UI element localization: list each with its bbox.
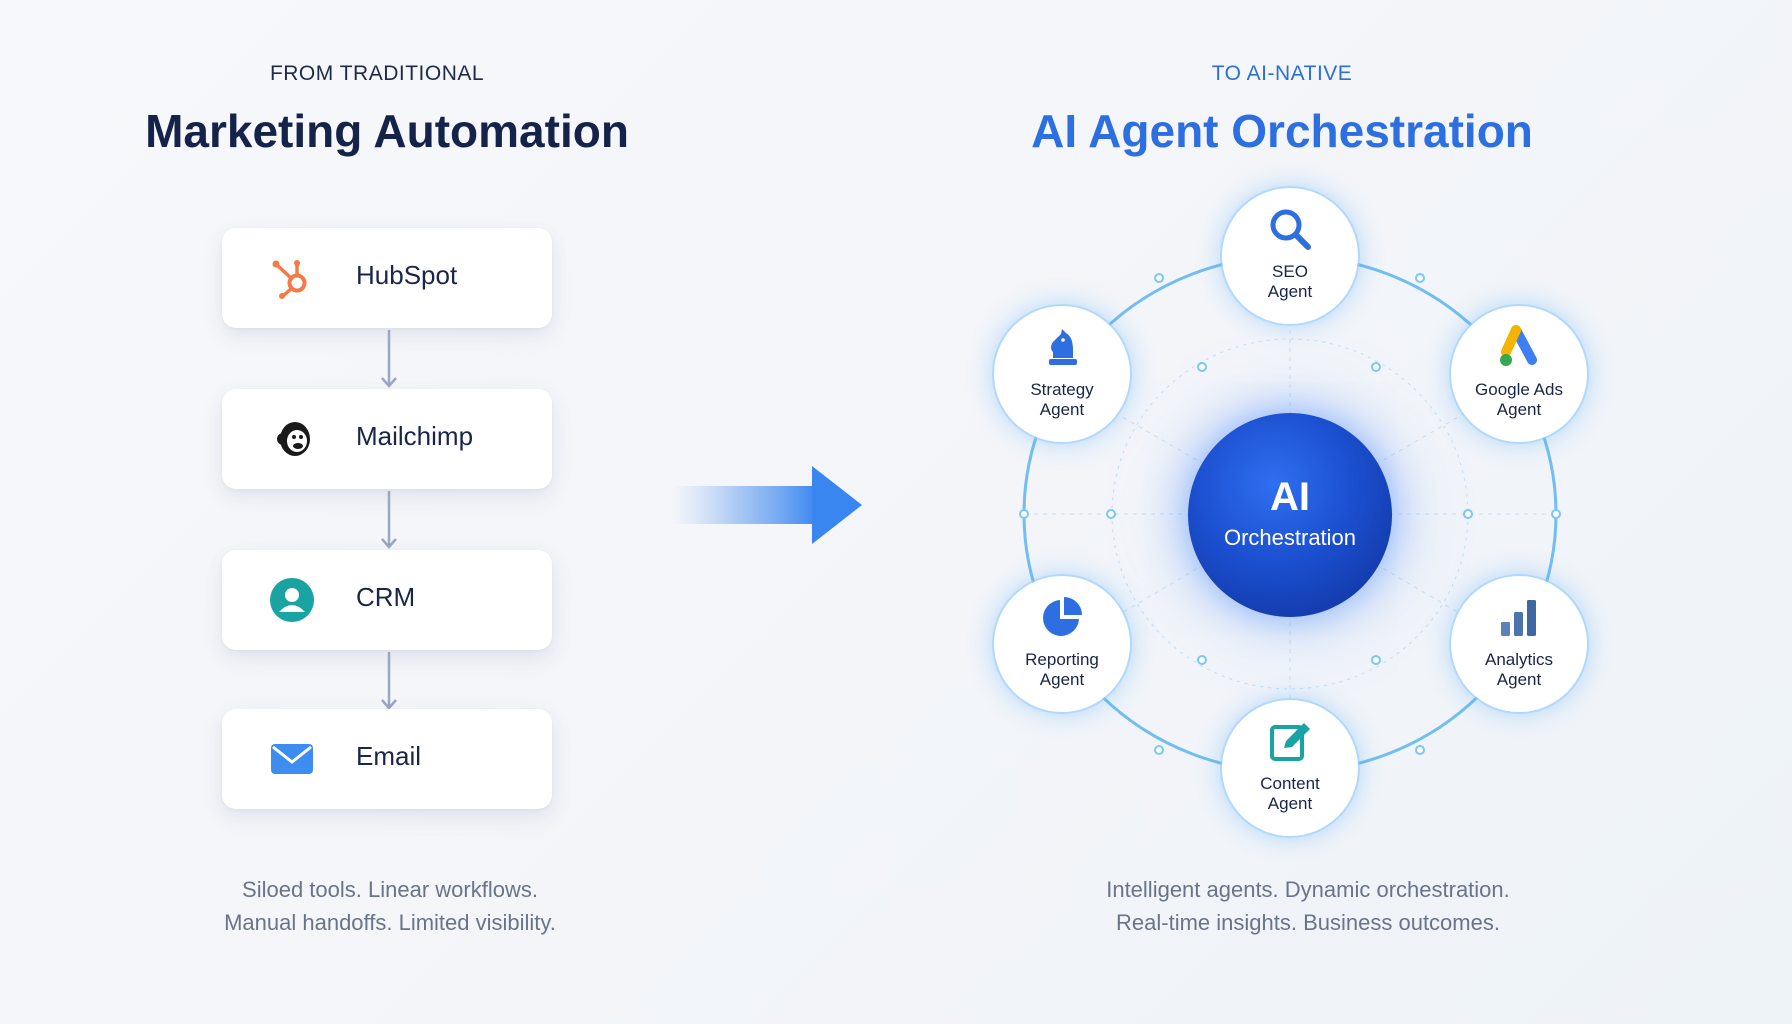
- agent-strategy-label-line-2: Agent: [1039, 400, 1085, 419]
- agent-reporting-label-line-2: Agent: [1039, 670, 1085, 689]
- agent-google-ads-label-line-2: Agent: [1496, 400, 1542, 419]
- agent-seo: SEO Agent: [1222, 188, 1358, 324]
- hub-subtitle: Orchestration: [1223, 525, 1357, 550]
- ai-orchestration-hub: AI Orchestration: [1188, 413, 1392, 617]
- transition-arrow: [672, 466, 862, 544]
- agent-strategy-label-line-1: Strategy: [1030, 380, 1094, 399]
- left-caption-line-2: Manual handoffs. Limited visibility.: [224, 910, 556, 935]
- left-eyebrow: FROM TRADITIONAL: [269, 62, 485, 85]
- left-caption-line-1: Siloed tools. Linear workflows.: [242, 877, 538, 902]
- left-title: Marketing Automation: [145, 105, 629, 157]
- tool-label-hubspot: HubSpot: [356, 260, 458, 290]
- agent-content-label-line-2: Agent: [1267, 794, 1313, 813]
- tool-card-email: Email: [222, 709, 552, 809]
- right-caption-line-2: Real-time insights. Business outcomes.: [1116, 910, 1500, 935]
- tool-card-crm: CRM: [222, 550, 552, 650]
- agent-seo-label: SEO Agent: [1228, 262, 1352, 302]
- hubspot-icon: [272, 260, 307, 299]
- right-caption: Intelligent agents. Dynamic orchestratio…: [1048, 873, 1568, 939]
- magnifier-icon: [1270, 209, 1311, 250]
- agent-google-ads: Google Ads Agent: [1451, 306, 1587, 442]
- agent-analytics-label-line-1: Analytics: [1484, 650, 1554, 669]
- tool-label-crm: CRM: [356, 582, 416, 612]
- envelope-icon: [271, 744, 313, 774]
- chess-knight-icon: [1049, 329, 1077, 365]
- agent-reporting-label: Reporting Agent: [1000, 650, 1124, 690]
- edit-icon: [1270, 723, 1310, 761]
- agent-seo-label-line-1: SEO: [1272, 262, 1308, 281]
- agent-analytics-label: Analytics Agent: [1457, 650, 1581, 690]
- bar-chart-icon: [1501, 600, 1536, 636]
- hub-title: AI: [1270, 475, 1310, 519]
- agent-analytics-label-line-2: Agent: [1496, 670, 1542, 689]
- right-eyebrow: TO AI-NATIVE: [1211, 62, 1353, 85]
- left-caption: Siloed tools. Linear workflows. Manual h…: [160, 873, 620, 939]
- agent-google-ads-label-line-1: Google Ads: [1475, 380, 1563, 399]
- flow-arrow-1: [381, 330, 397, 388]
- orbit-nodes: [1019, 273, 1561, 755]
- tool-label-mailchimp: Mailchimp: [356, 421, 474, 451]
- google-ads-icon: [1500, 325, 1537, 366]
- agent-strategy-label: Strategy Agent: [1000, 380, 1124, 420]
- agent-analytics: Analytics Agent: [1451, 576, 1587, 712]
- flow-arrow-2: [381, 491, 397, 549]
- agent-content-label: Content Agent: [1228, 774, 1352, 814]
- flow-arrow-3: [381, 652, 397, 710]
- agent-content-label-line-1: Content: [1260, 774, 1320, 793]
- right-title: AI Agent Orchestration: [1031, 105, 1533, 157]
- agent-reporting-label-line-1: Reporting: [1025, 650, 1099, 669]
- agent-strategy: Strategy Agent: [994, 306, 1130, 442]
- tool-card-hubspot: HubSpot: [222, 228, 552, 328]
- agent-content: Content Agent: [1222, 700, 1358, 836]
- agent-google-ads-label: Google Ads Agent: [1457, 380, 1581, 420]
- mailchimp-icon: [277, 422, 310, 456]
- tool-card-mailchimp: Mailchimp: [222, 389, 552, 489]
- agent-reporting: Reporting Agent: [994, 576, 1130, 712]
- right-caption-line-1: Intelligent agents. Dynamic orchestratio…: [1106, 877, 1510, 902]
- user-icon: [270, 578, 314, 622]
- tool-label-email: Email: [356, 741, 422, 771]
- pie-chart-icon: [1043, 597, 1082, 636]
- agent-seo-label-line-2: Agent: [1267, 282, 1313, 301]
